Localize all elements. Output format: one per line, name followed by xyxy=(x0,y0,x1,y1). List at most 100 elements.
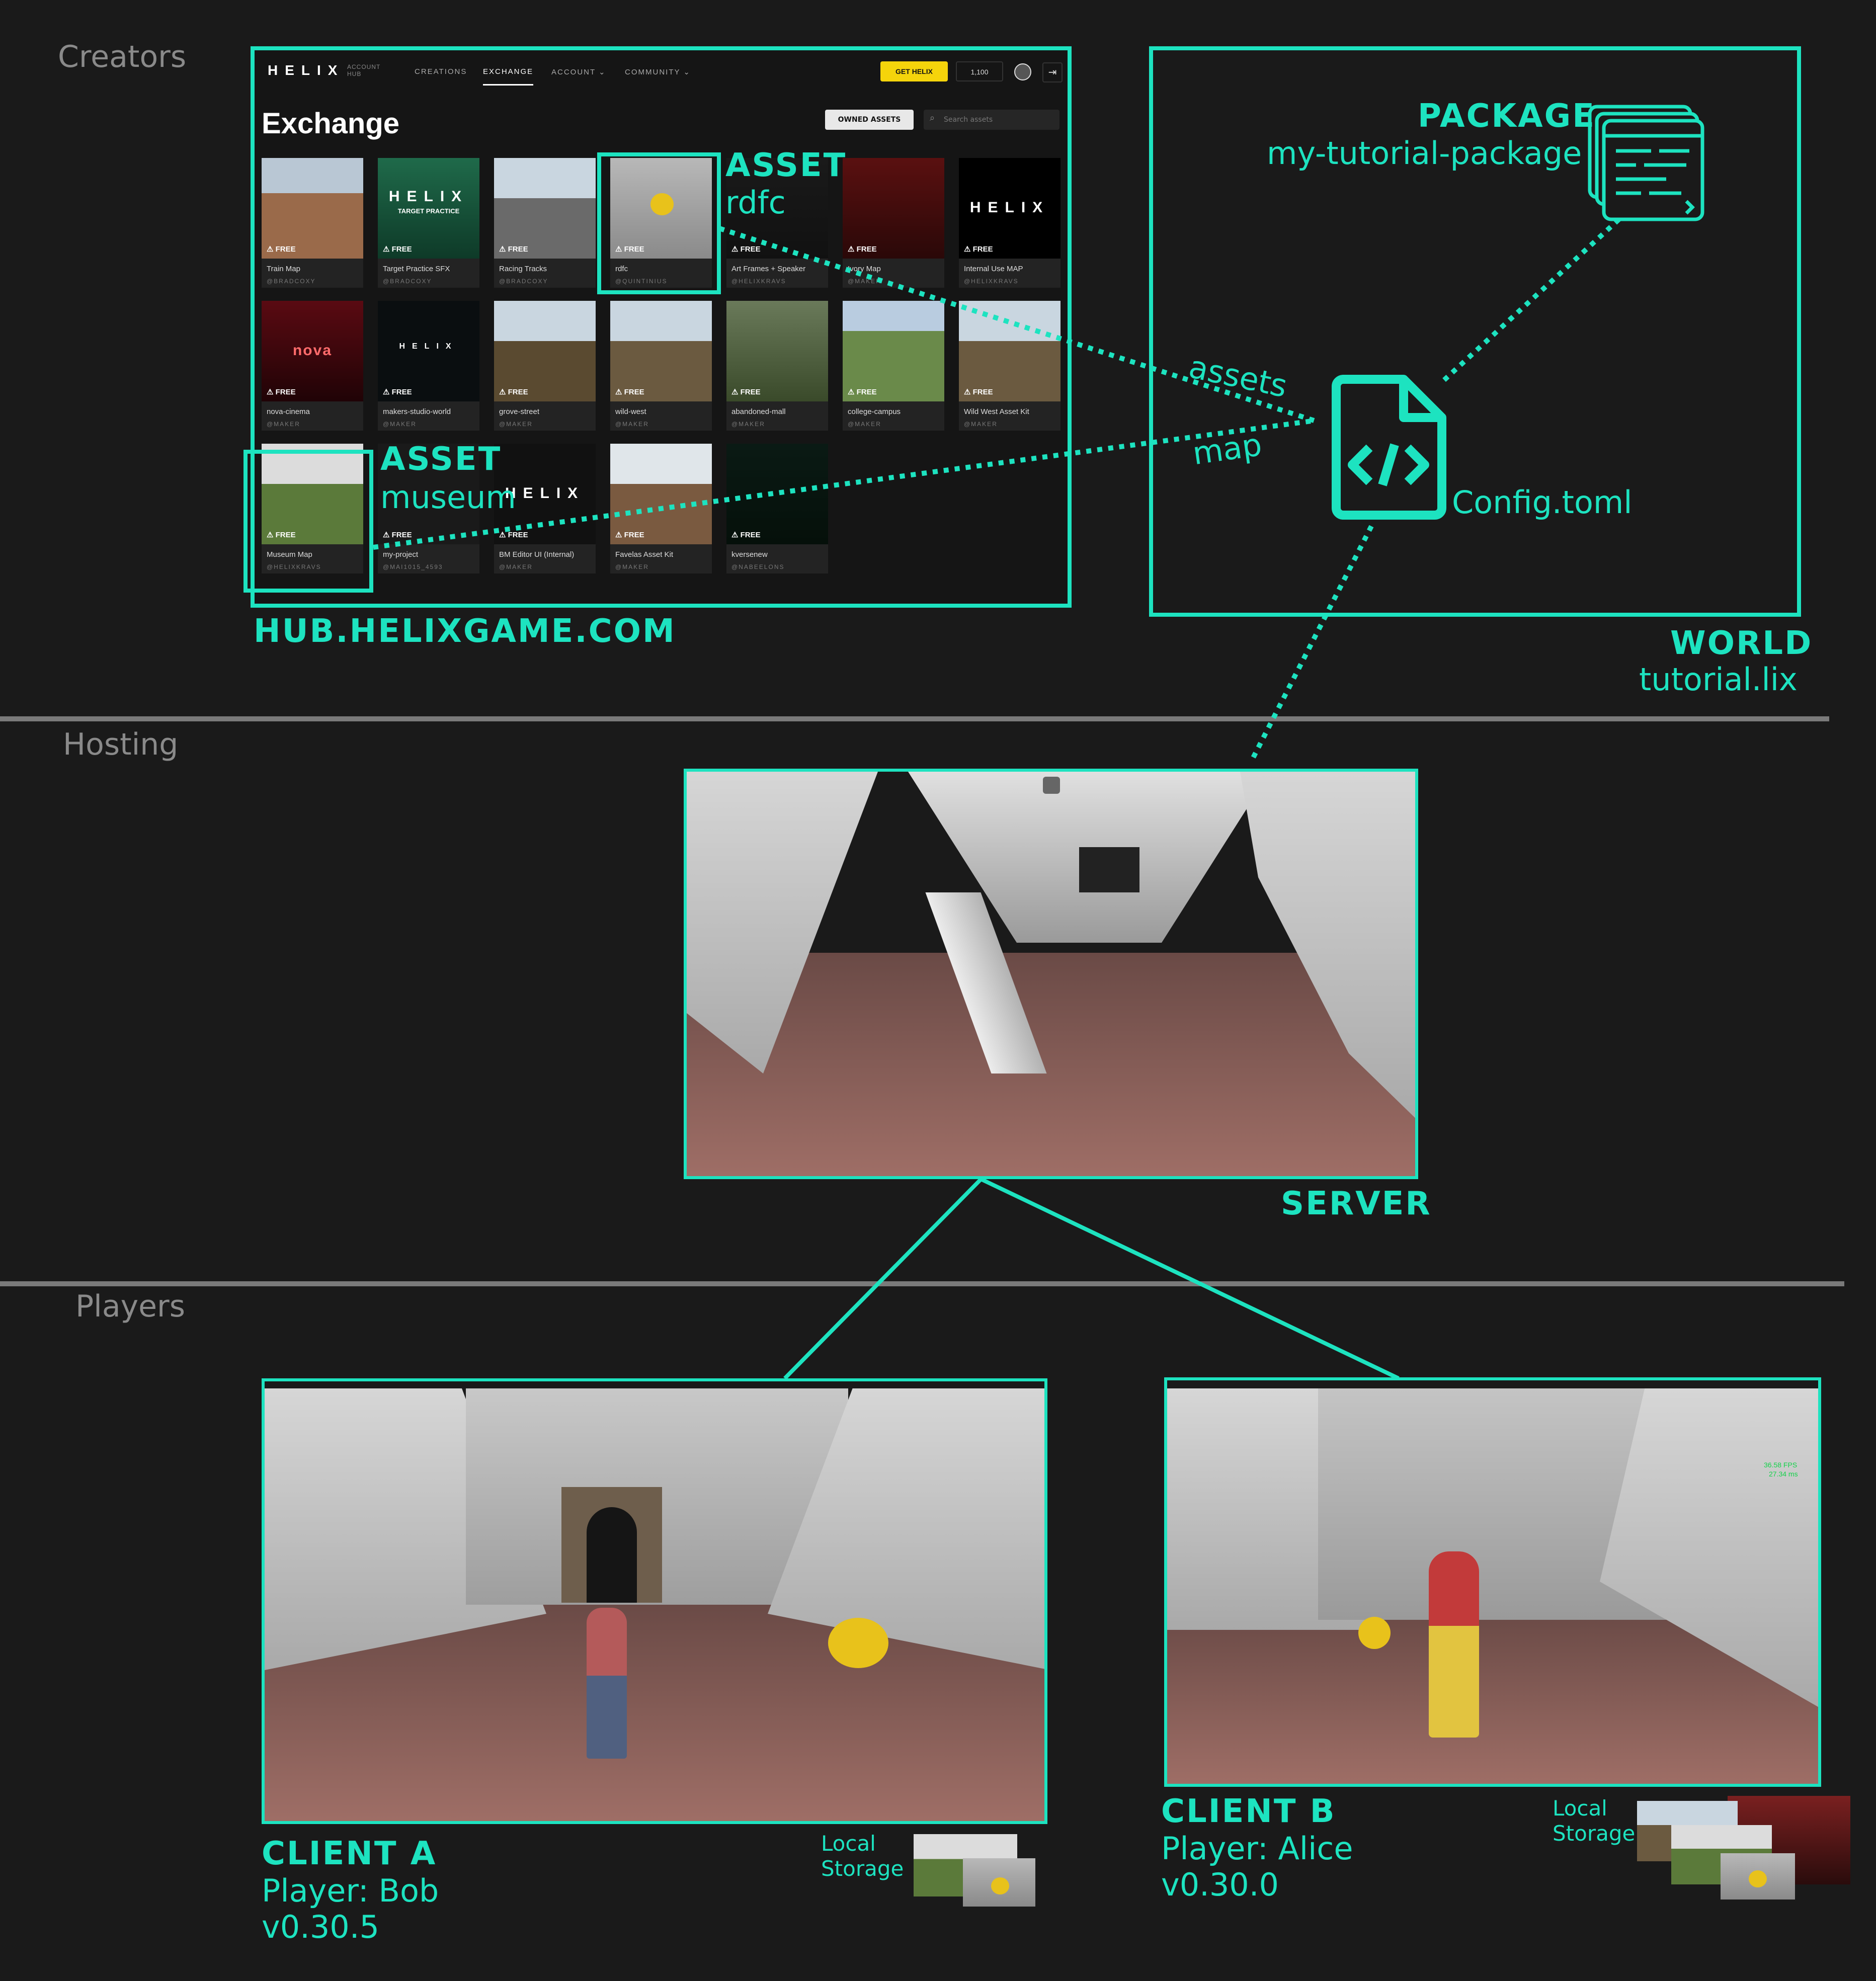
link-rdfc-to-config xyxy=(718,226,1315,423)
search-icon: ⌕ xyxy=(930,113,935,123)
nav-account[interactable]: ACCOUNT ⌄ xyxy=(551,68,606,76)
hub-screenshot: HELIX ACCOUNT HUB CREATIONS EXCHANGE ACC… xyxy=(251,46,1072,608)
nav-community[interactable]: COMMUNITY ⌄ xyxy=(625,68,691,76)
asset-thumbnail-subtext: TARGET PRACTICE xyxy=(397,207,460,215)
client-a-version: v0.30.5 xyxy=(262,1909,379,1945)
asset-thumbnail: HELIX xyxy=(378,301,479,401)
asset-card[interactable]: HELIX TARGET PRACTICE ⚠ FREE Target Practic… xyxy=(378,158,479,288)
client-b-version: v0.30.0 xyxy=(1161,1866,1279,1903)
client-b-fps: 36.58 FPS xyxy=(1764,1461,1798,1469)
asset-name: kversenew xyxy=(731,550,768,559)
asset-thumbnail-text: HELIX xyxy=(505,485,585,502)
asset-card[interactable]: nova⚠ FREE nova-cinema @MAKER xyxy=(262,301,363,431)
client-b-storage-thumb-rdfc xyxy=(1721,1853,1795,1900)
asset-name: Target Practice SFX xyxy=(383,265,450,273)
package-kind: PACKAGE xyxy=(1418,98,1596,135)
client-a-label: CLIENT A xyxy=(262,1835,437,1872)
free-badge: ⚠ FREE xyxy=(731,388,761,396)
asset-thumbnail: nova xyxy=(262,301,363,401)
asset-author: @BRADCOXY xyxy=(267,278,316,285)
hub-navbar: HELIX ACCOUNT HUB CREATIONS EXCHANGE ACC… xyxy=(262,55,1063,91)
free-badge: ⚠ FREE xyxy=(848,245,877,254)
free-badge: ⚠ FREE xyxy=(383,245,412,254)
divider-players xyxy=(0,1281,1844,1286)
asset-name: Wild West Asset Kit xyxy=(964,407,1029,416)
client-a-player-character xyxy=(587,1608,627,1759)
asset-thumbnail-text: HELIX xyxy=(399,342,458,351)
asset-thumbnail: HELIX TARGET PRACTICE xyxy=(378,158,479,259)
asset-name: my-project xyxy=(383,550,419,559)
asset-museum-kind: ASSET xyxy=(380,441,502,478)
free-badge: ⚠ FREE xyxy=(615,245,644,254)
free-badge: ⚠ FREE xyxy=(499,245,528,254)
server-doorway xyxy=(1079,847,1139,892)
hub-url-label[interactable]: HUB.HELIXGAME.COM xyxy=(254,613,676,650)
logout-icon[interactable]: ⇥ xyxy=(1042,62,1063,82)
client-b-ms: 27.34 ms xyxy=(1769,1470,1798,1478)
asset-author: @HELIXKRAVS xyxy=(267,563,321,570)
link-server-to-client-b xyxy=(980,1177,1400,1380)
asset-thumbnail xyxy=(378,444,479,544)
asset-author: @HELIXKRAVS xyxy=(964,278,1019,285)
asset-author: @MAKER xyxy=(267,421,300,428)
asset-thumbnail xyxy=(610,301,712,401)
asset-thumbnail-text: HELIX xyxy=(388,188,469,205)
asset-thumbnail xyxy=(726,301,828,401)
client-a-arch-opening xyxy=(587,1507,637,1603)
asset-author: @MAKER xyxy=(499,563,533,570)
asset-name: Internal Use MAP xyxy=(964,265,1023,273)
package-name: my-tutorial-package xyxy=(1267,135,1582,172)
asset-name: grove-street xyxy=(499,407,540,416)
config-file-icon xyxy=(1328,372,1449,523)
avatar[interactable] xyxy=(1014,63,1031,80)
world-file: tutorial.lix xyxy=(1639,661,1798,698)
get-helix-button[interactable]: GET HELIX xyxy=(880,61,948,81)
free-badge: ⚠ FREE xyxy=(267,245,296,254)
hub-logo[interactable]: HELIX xyxy=(268,62,345,78)
client-a-player: Player: Bob xyxy=(262,1872,439,1909)
owned-assets-button[interactable]: OWNED ASSETS xyxy=(825,110,914,130)
asset-author: @MAKER xyxy=(964,421,998,428)
free-badge: ⚠ FREE xyxy=(964,245,993,254)
asset-author: @MAI1015_4593 xyxy=(383,563,443,570)
asset-rdfc-kind: ASSET xyxy=(725,147,847,184)
link-server-to-client-a xyxy=(783,1178,983,1380)
asset-author: @MAKER xyxy=(383,421,417,428)
coins-balance[interactable]: 1,100 xyxy=(956,61,1003,81)
page-title: Exchange xyxy=(262,107,399,140)
asset-rdfc-name: rdfc xyxy=(725,184,786,221)
client-b-screenshot: 36.58 FPS 27.34 ms xyxy=(1164,1377,1821,1787)
nav-creations[interactable]: CREATIONS xyxy=(415,67,467,76)
section-label-creators: Creators xyxy=(58,39,187,74)
asset-author: @MAKER xyxy=(848,278,881,285)
search-input[interactable]: Search assets xyxy=(924,110,1059,130)
nav-exchange[interactable]: EXCHANGE xyxy=(483,67,534,86)
asset-author: @BRADCOXY xyxy=(383,278,432,285)
link-package-to-config xyxy=(1442,217,1621,382)
free-badge: ⚠ FREE xyxy=(267,531,296,539)
client-a-screenshot xyxy=(262,1378,1047,1824)
client-a-storage-duck xyxy=(991,1877,1009,1894)
package-icon xyxy=(1586,103,1706,223)
free-badge: ⚠ FREE xyxy=(267,388,296,396)
asset-highlight-rdfc xyxy=(597,152,721,294)
asset-name: nova-cinema xyxy=(267,407,310,416)
asset-thumbnail xyxy=(726,444,828,544)
